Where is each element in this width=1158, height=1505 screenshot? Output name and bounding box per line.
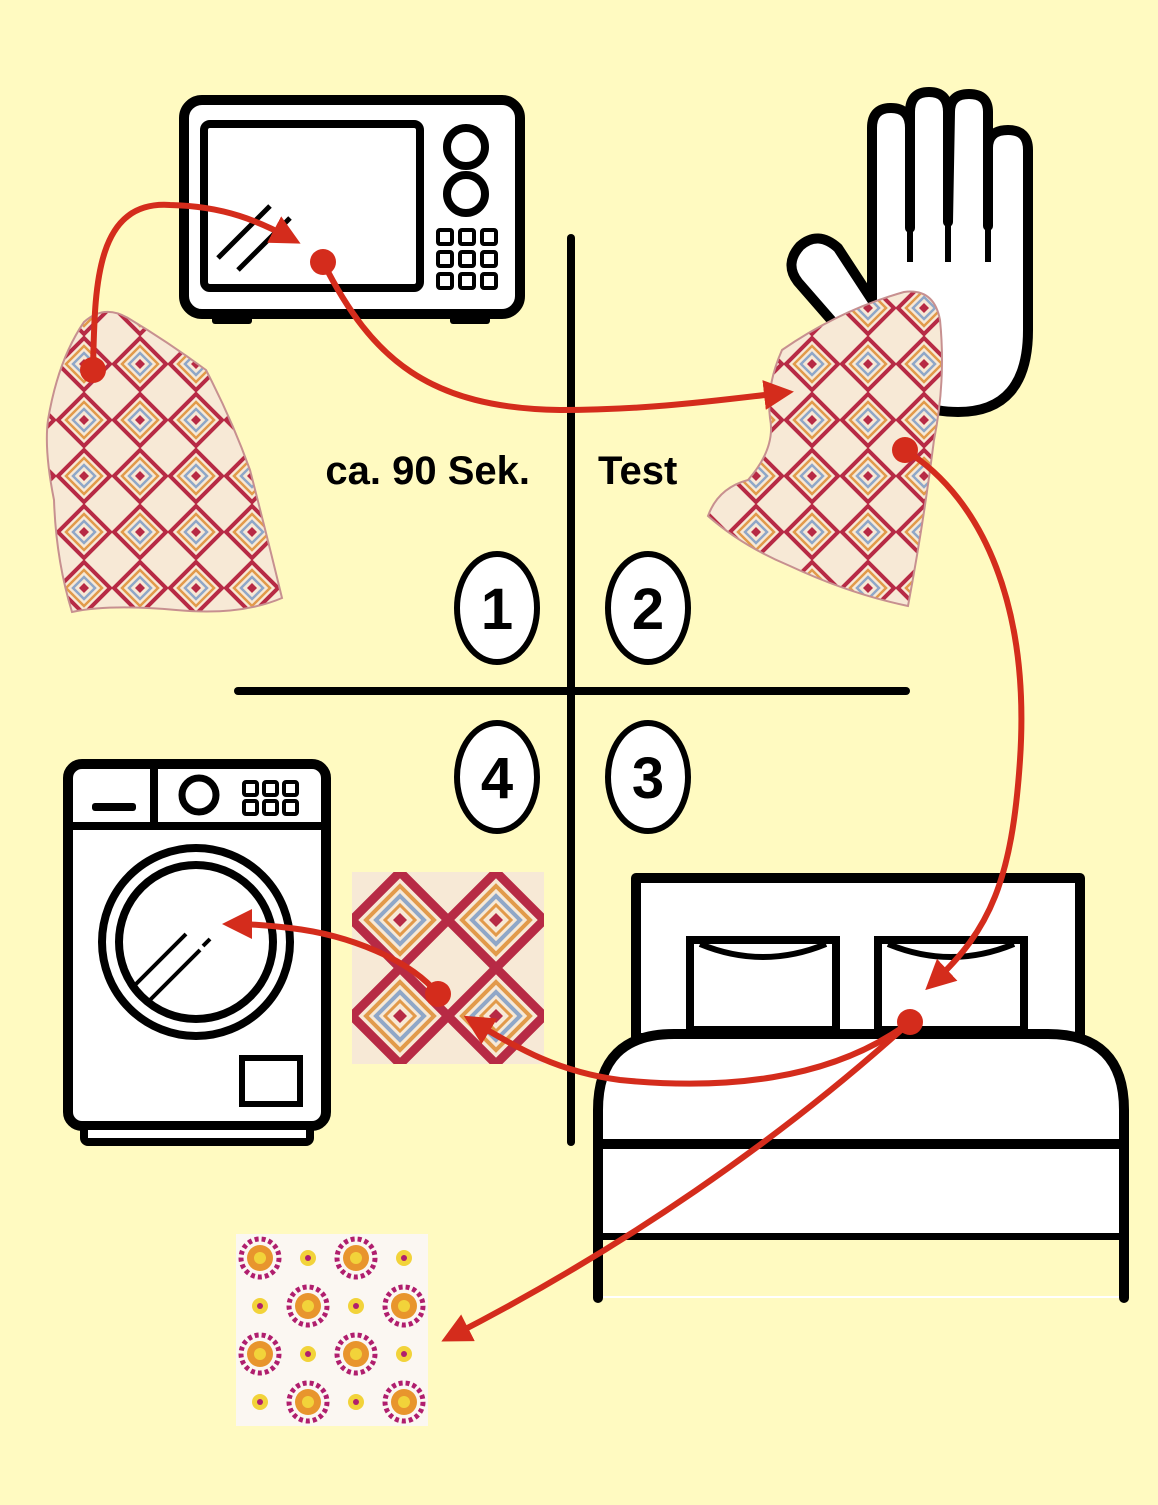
arrow-dot	[310, 249, 336, 275]
step-marker-2: 2	[605, 551, 691, 665]
washing-machine-icon	[63, 759, 331, 1146]
arrow-dots	[80, 249, 923, 1035]
arrow-microwave-to-hand	[320, 259, 794, 414]
arrow-dot	[80, 357, 106, 383]
step1-caption: ca. 90 Sek.	[325, 449, 530, 493]
step-marker-4: 4	[454, 720, 540, 834]
step-marker-3: 3	[605, 720, 691, 834]
arrow-dot	[897, 1009, 923, 1035]
step2-caption: Test	[598, 449, 677, 493]
bed-icon	[593, 873, 1129, 1303]
arrow-pillow-to-bed	[902, 447, 1025, 991]
warming-pillow-image	[706, 290, 943, 608]
step-number: 4	[481, 746, 513, 811]
arrow-dot	[425, 981, 451, 1007]
warming-pillow-image	[45, 311, 284, 614]
microwave-icon	[179, 95, 525, 324]
cover-fabric-swatch	[352, 872, 544, 1064]
step-number: 2	[632, 577, 664, 642]
step-number: 3	[632, 746, 664, 811]
step-grid-cross	[234, 234, 910, 1146]
floral-fabric-swatch	[236, 1234, 428, 1426]
arrow-bed-to-swatch	[463, 1015, 913, 1087]
flow-arrows	[90, 201, 1025, 1342]
arrow-bed-to-floral-swatch	[441, 1019, 913, 1342]
arrow-swatch-to-washer	[222, 909, 441, 997]
arrow-pillow-to-microwave	[90, 201, 301, 371]
step-marker-1: 1	[454, 551, 540, 665]
step-number: 1	[481, 577, 513, 642]
arrow-dot	[892, 437, 918, 463]
